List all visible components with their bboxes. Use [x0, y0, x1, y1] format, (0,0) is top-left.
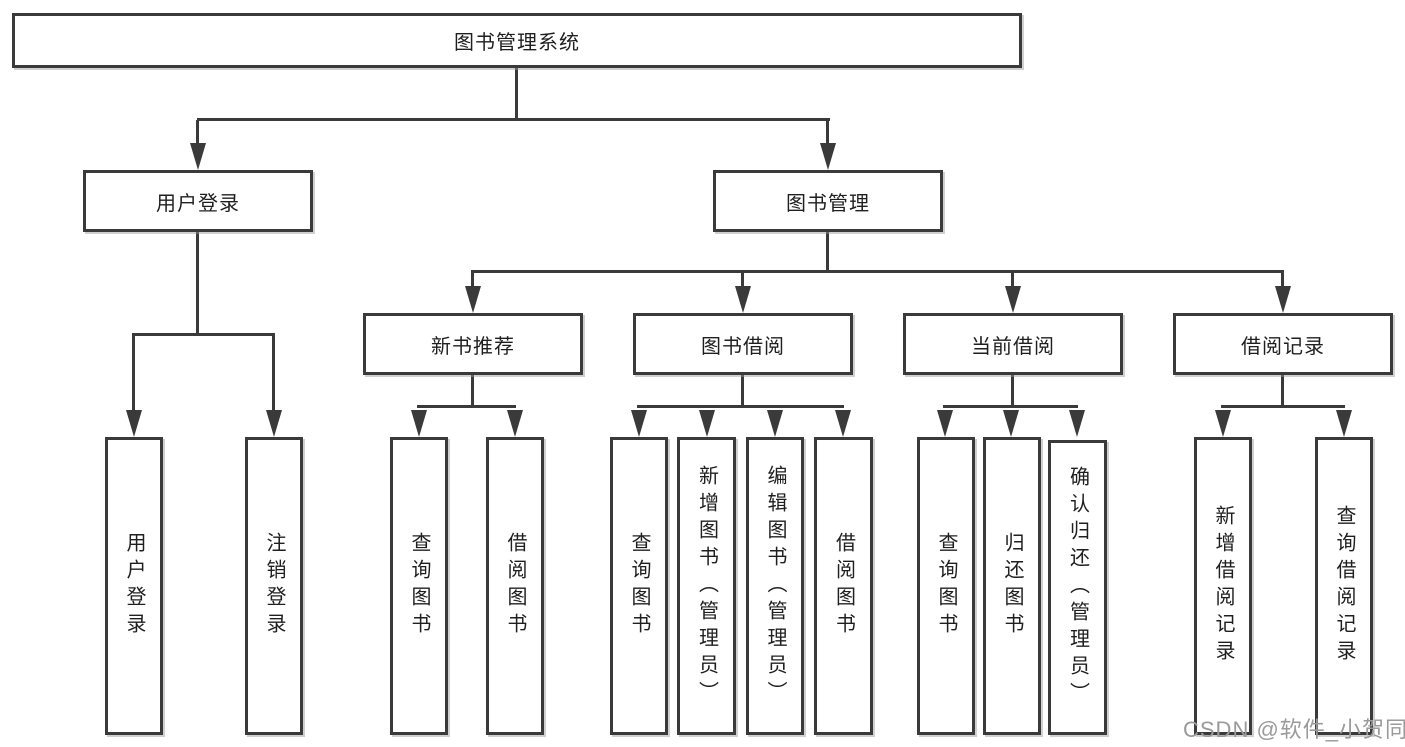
connector-drop-current-borrowing [1011, 272, 1014, 290]
connector-borrowing-records-stub [1281, 375, 1284, 407]
node-book-borrowing: 图书借阅 [633, 313, 853, 375]
node-label: 查询图书 [408, 532, 430, 640]
node-label: 图书管理 [786, 192, 870, 215]
arrowhead-confirm-return-admin [1069, 410, 1085, 437]
connector-current-borrowing-stub [1011, 375, 1014, 407]
arrowhead-borrowing-records [1275, 286, 1291, 313]
arrowhead-edit-books-admin [767, 410, 783, 437]
connector-drop-user-login [196, 120, 199, 146]
leaf-query-books-current: 查询图书 [917, 437, 975, 735]
node-label: 查询借阅记录 [1333, 505, 1355, 667]
arrowhead-add-borrow-record [1215, 410, 1231, 437]
leaf-confirm-return-admin: 确认归还（管理员） [1048, 440, 1107, 735]
node-new-book-recommendation: 新书推荐 [363, 313, 583, 375]
connector-new-book-bus [417, 405, 516, 408]
connector-root-bus [197, 118, 830, 121]
node-borrowing-records: 借阅记录 [1173, 313, 1393, 375]
connector-drop-book-borrowing [741, 272, 744, 290]
node-label: 归还图书 [1001, 532, 1023, 640]
node-label: 新增图书（管理员） [695, 464, 718, 708]
node-label: 图书借阅 [701, 335, 785, 358]
leaf-query-borrow-record: 查询借阅记录 [1315, 437, 1373, 735]
arrowhead-book-borrowing [735, 286, 751, 313]
connector-book-management-stub [826, 232, 829, 272]
connector-book-management-bus [471, 270, 1284, 273]
node-label: 用户登录 [123, 532, 145, 640]
arrowhead-query-books-borrowing [631, 410, 647, 437]
leaf-query-books-recommend: 查询图书 [390, 437, 448, 735]
arrowhead-query-borrow-record [1336, 410, 1352, 437]
leaf-borrow-books-recommend: 借阅图书 [486, 437, 544, 735]
arrowhead-borrow-books-recommend [507, 410, 523, 437]
arrowhead-borrow-books-borrowing [835, 410, 851, 437]
connector-new-book-stub [471, 375, 474, 407]
node-label: 当前借阅 [971, 335, 1055, 358]
node-label: 编辑图书（管理员） [764, 464, 786, 708]
leaf-edit-books-admin: 编辑图书（管理员） [746, 437, 804, 735]
connector-book-borrowing-stub [741, 375, 744, 407]
leaf-borrow-books-borrowing: 借阅图书 [814, 437, 873, 735]
arrowhead-user-login [190, 143, 206, 170]
arrowhead-add-books-admin [699, 410, 715, 437]
connector-drop-leaf-user-login [132, 335, 135, 414]
arrowhead-leaf-user-login [126, 410, 142, 437]
node-label: 图书管理系统 [454, 32, 580, 54]
leaf-add-books-admin: 新增图书（管理员） [677, 437, 736, 735]
connector-user-login-stub [196, 232, 199, 335]
connector-borrowing-records-bus [1221, 405, 1345, 408]
connector-root-stub [515, 68, 518, 120]
node-label: 新增借阅记录 [1212, 505, 1234, 667]
node-label: 注销登录 [263, 532, 285, 640]
leaf-return-books: 归还图书 [983, 437, 1041, 735]
node-label: 查询图书 [935, 532, 957, 640]
node-root: 图书管理系统 [12, 13, 1022, 68]
node-label: 确认归还（管理员） [1066, 466, 1089, 709]
node-current-borrowing: 当前借阅 [903, 313, 1123, 375]
node-label: 用户登录 [156, 192, 240, 215]
arrowhead-current-borrowing [1005, 286, 1021, 313]
arrowhead-new-book [465, 286, 481, 313]
node-label: 借阅记录 [1241, 335, 1325, 358]
leaf-logout: 注销登录 [245, 437, 303, 735]
node-book-management: 图书管理 [713, 170, 943, 232]
leaf-add-borrow-record: 新增借阅记录 [1194, 437, 1252, 735]
connector-current-borrowing-bus [943, 405, 1078, 408]
node-label: 借阅图书 [832, 532, 855, 640]
arrowhead-leaf-logout [266, 410, 282, 437]
arrowhead-query-books-recommend [411, 410, 427, 437]
arrowhead-query-books-current [937, 410, 953, 437]
arrowhead-return-books [1003, 410, 1019, 437]
connector-book-borrowing-bus [637, 405, 844, 408]
leaf-user-login: 用户登录 [105, 437, 163, 735]
node-label: 新书推荐 [431, 335, 515, 358]
connector-drop-leaf-logout [272, 335, 275, 414]
connector-drop-new-book [471, 272, 474, 290]
connector-drop-borrowing-records [1281, 272, 1284, 290]
connector-drop-book-management [826, 120, 829, 146]
arrowhead-book-management [820, 143, 836, 170]
leaf-query-books-borrowing: 查询图书 [610, 437, 668, 735]
node-user-login: 用户登录 [83, 170, 313, 232]
connector-user-login-bus [132, 333, 275, 336]
node-label: 查询图书 [628, 532, 650, 640]
node-label: 借阅图书 [504, 532, 526, 640]
